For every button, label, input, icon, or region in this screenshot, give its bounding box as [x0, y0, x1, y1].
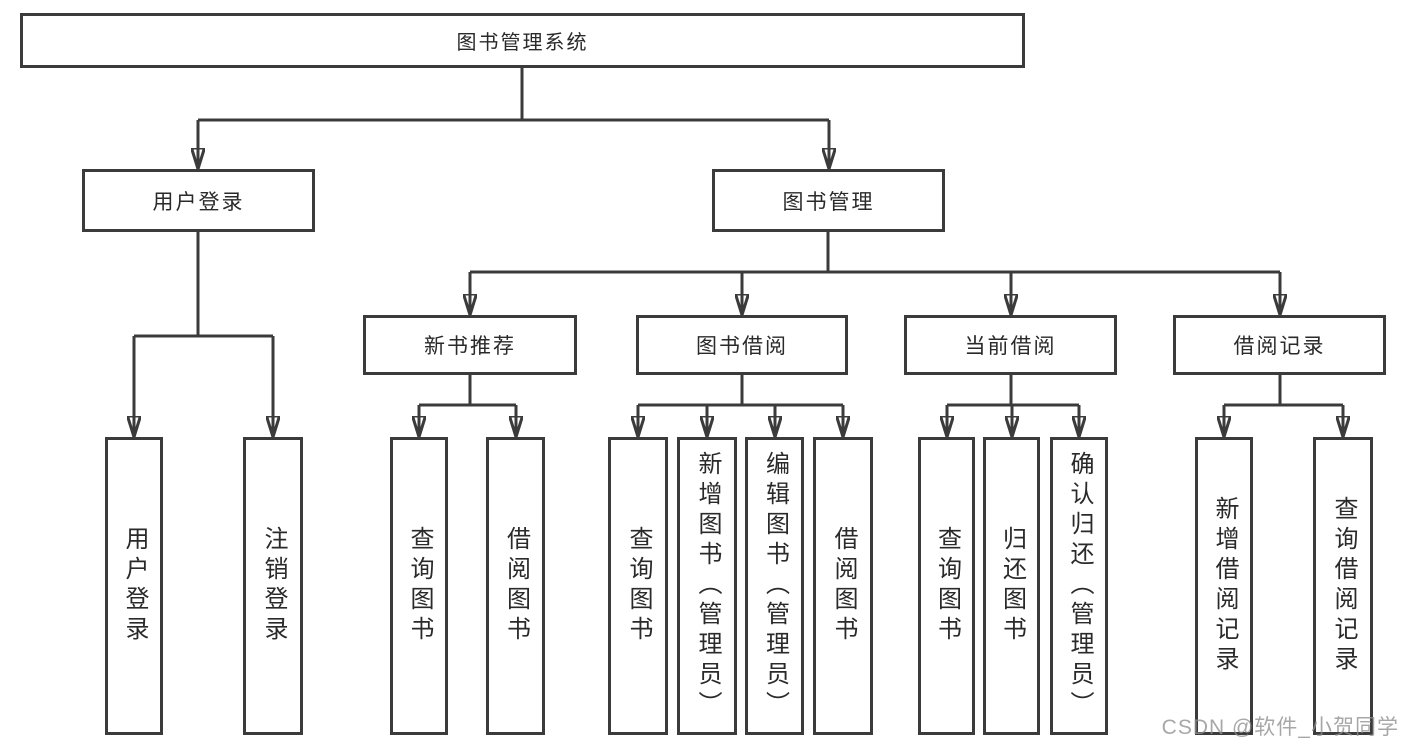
- node-label: 新增借阅记录: [1211, 496, 1238, 676]
- node-label: 新书推荐: [424, 335, 516, 358]
- node-label: 图书借阅: [696, 335, 788, 358]
- node-label: 注销登录: [260, 526, 287, 646]
- node-label: 图书管理系统: [456, 32, 589, 54]
- node-label: 借阅记录: [1233, 335, 1326, 358]
- node-leaf-borrow-edit-book-admin: 编辑图书（管理员）: [745, 437, 804, 735]
- edges-root-to-level2: [198, 68, 829, 169]
- node-leaf-records-query-record: 查询借阅记录: [1313, 437, 1373, 735]
- node-label: 归还图书: [998, 526, 1026, 646]
- node-book-borrow: 图书借阅: [636, 315, 848, 375]
- edges-new-book-recommend-to-leaves: [419, 375, 516, 437]
- node-label: 借阅图书: [830, 526, 857, 646]
- node-leaf-recommend-borrow-book: 借阅图书: [486, 437, 545, 735]
- node-leaf-borrow-query-book: 查询图书: [608, 437, 668, 735]
- edges-book-management-to-level3: [470, 232, 1280, 315]
- node-label: 确认归还（管理员）: [1066, 451, 1093, 721]
- node-book-management: 图书管理: [712, 169, 945, 232]
- node-label: 用户登录: [152, 190, 245, 214]
- node-label: 图书管理: [782, 190, 875, 214]
- csdn-watermark: CSDN @软件_小贺同学: [1161, 716, 1399, 739]
- edges-borrow-records-to-leaves: [1224, 375, 1343, 437]
- node-label: 新增图书（管理员）: [694, 451, 721, 721]
- node-leaf-current-query-book: 查询图书: [918, 437, 975, 735]
- node-leaf-current-confirm-return-admin: 确认归还（管理员）: [1050, 437, 1108, 735]
- node-label: 编辑图书（管理员）: [761, 451, 789, 721]
- node-label: 查询图书: [406, 526, 433, 646]
- node-leaf-current-return-book: 归还图书: [983, 437, 1040, 735]
- edges-book-borrow-to-leaves: [638, 375, 843, 437]
- node-leaf-user-login: 用户登录: [105, 437, 163, 735]
- node-borrow-records: 借阅记录: [1173, 315, 1386, 375]
- node-leaf-borrow-borrow-book: 借阅图书: [813, 437, 873, 735]
- node-new-book-recommend: 新书推荐: [363, 315, 577, 375]
- edges-user-login-to-leaves: [134, 232, 273, 437]
- node-current-borrow: 当前借阅: [904, 315, 1117, 375]
- node-leaf-borrow-add-book-admin: 新增图书（管理员）: [677, 437, 737, 735]
- node-user-login: 用户登录: [82, 169, 315, 232]
- node-label: 查询图书: [933, 526, 961, 646]
- edges-current-borrow-to-leaves: [947, 375, 1079, 437]
- node-label: 查询借阅记录: [1330, 496, 1357, 676]
- node-label: 当前借阅: [964, 335, 1057, 358]
- node-leaf-recommend-query-book: 查询图书: [390, 437, 448, 735]
- node-leaf-logout: 注销登录: [243, 437, 303, 735]
- node-label: 查询图书: [625, 526, 652, 646]
- node-label: 用户登录: [121, 526, 148, 646]
- node-label: 借阅图书: [502, 526, 530, 646]
- node-leaf-records-add-record: 新增借阅记录: [1195, 437, 1253, 735]
- node-root-library-management-system: 图书管理系统: [20, 13, 1025, 68]
